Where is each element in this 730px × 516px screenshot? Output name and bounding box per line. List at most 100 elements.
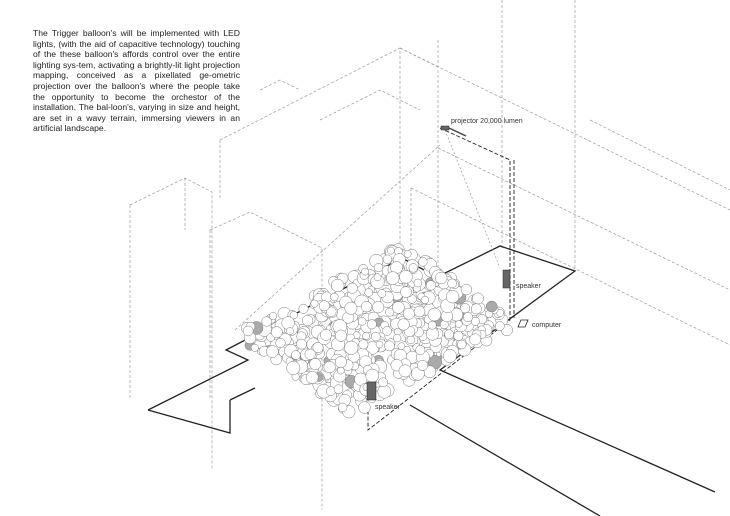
description-text: The Trigger balloon's will be implemente…: [33, 28, 240, 134]
balloon: [385, 307, 395, 317]
speaker-right-label: speaker: [516, 283, 542, 290]
balloon: [385, 271, 400, 285]
balloon: [485, 300, 498, 313]
balloon: [375, 340, 384, 349]
balloon: [377, 289, 387, 298]
balloon-field: [241, 243, 513, 419]
balloon: [427, 320, 437, 330]
balloon: [378, 377, 388, 388]
balloon: [344, 340, 359, 355]
balloon: [358, 401, 371, 414]
balloon: [415, 345, 426, 356]
balloon: [373, 273, 382, 282]
balloon: [362, 332, 370, 340]
balloon: [494, 321, 505, 331]
balloon: [398, 364, 412, 378]
balloon: [469, 333, 482, 346]
balloon: [456, 339, 467, 350]
balloon: [402, 307, 415, 320]
balloon: [318, 300, 330, 312]
balloon: [418, 257, 428, 267]
balloon: [460, 283, 473, 296]
balloon: [453, 330, 464, 341]
balloon: [408, 263, 418, 273]
balloon: [275, 337, 286, 349]
balloon: [346, 282, 358, 294]
balloon: [289, 311, 298, 320]
balloon: [286, 327, 294, 336]
balloon: [337, 366, 345, 375]
computer-icon: [517, 319, 529, 328]
balloon: [304, 348, 316, 360]
balloon: [445, 290, 460, 304]
balloon: [427, 307, 442, 322]
balloon: [366, 319, 377, 330]
balloon: [406, 335, 416, 345]
balloon: [361, 267, 369, 276]
computer-label: computer: [532, 322, 562, 329]
balloon: [296, 338, 307, 350]
balloon: [242, 325, 254, 337]
balloon: [382, 326, 392, 336]
balloon: [397, 318, 410, 331]
speaker-bottom-label: speaker: [375, 404, 401, 411]
balloon: [360, 301, 373, 313]
speaker-bottom-icon: [366, 381, 377, 401]
balloon: [323, 361, 336, 374]
projector-label: projector 20,000 lumen: [451, 118, 523, 125]
balloon: [384, 340, 395, 352]
balloon: [302, 315, 314, 327]
balloon: [425, 280, 436, 291]
balloon: [392, 301, 405, 314]
balloon: [320, 329, 332, 341]
balloon: [298, 303, 309, 314]
building-outlines: [129, 0, 730, 510]
balloon: [333, 384, 344, 394]
balloon: [399, 270, 413, 284]
balloon: [443, 349, 457, 363]
balloon: [470, 303, 482, 315]
projector-icon: [440, 125, 467, 137]
balloon: [377, 384, 392, 399]
balloon: [372, 301, 385, 314]
balloon: [472, 292, 484, 305]
balloon: [326, 306, 337, 317]
balloon: [331, 278, 345, 293]
balloon: [413, 305, 426, 318]
balloon: [413, 278, 423, 288]
balloon: [365, 368, 380, 383]
balloon: [357, 317, 367, 326]
balloon: [281, 316, 295, 330]
balloon: [338, 402, 348, 413]
balloon: [305, 371, 319, 384]
balloon: [334, 356, 347, 368]
balloon: [266, 345, 279, 358]
balloon: [444, 329, 454, 340]
balloon: [420, 295, 430, 304]
balloon: [373, 263, 384, 273]
balloon: [358, 339, 369, 350]
balloon: [400, 286, 412, 298]
balloon: [364, 288, 374, 297]
balloon: [454, 320, 463, 328]
balloon: [417, 359, 428, 371]
balloon: [261, 316, 272, 327]
balloon: [397, 342, 406, 350]
cable-lines: [367, 127, 515, 431]
balloon: [403, 250, 412, 258]
balloon: [386, 246, 395, 255]
balloon: [310, 299, 319, 308]
balloon: [460, 303, 471, 314]
balloon: [250, 343, 259, 352]
balloon: [330, 292, 339, 302]
balloon: [371, 331, 381, 342]
projection-line: [444, 129, 501, 269]
balloon: [312, 342, 324, 353]
balloon: [334, 329, 348, 342]
balloon: [447, 278, 457, 289]
balloon: [286, 361, 301, 375]
balloon: [435, 271, 448, 285]
balloon: [392, 333, 402, 343]
balloon: [463, 312, 473, 323]
